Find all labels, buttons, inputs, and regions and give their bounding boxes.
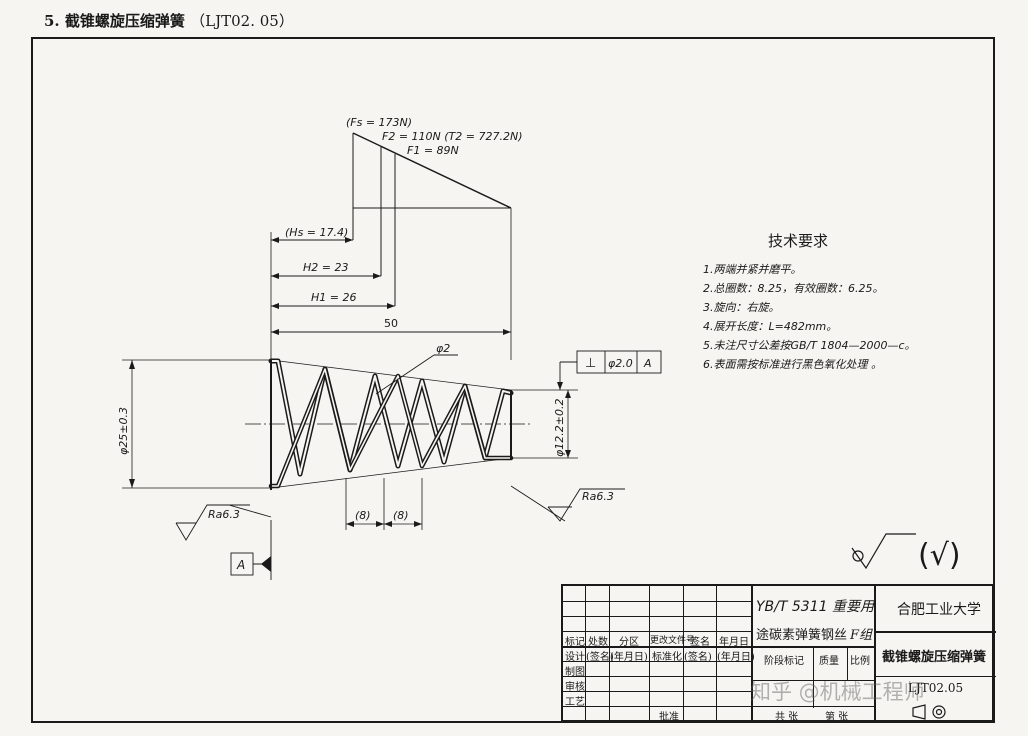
label-large-diameter: φ25±0.3	[117, 407, 130, 455]
tolerance-datum: A	[643, 357, 652, 370]
tb-design-date: (年月日)	[610, 652, 648, 663]
tb-standardization: 标准化	[652, 652, 682, 663]
tb-stage-mark: 阶段标记	[764, 656, 804, 667]
heading-code: （LJT02. 05）	[190, 12, 294, 30]
tb-label-mark: 标记	[565, 637, 585, 648]
tb-total-sheets: 共 张	[775, 712, 799, 723]
tb-std-date: (年月日)	[717, 652, 755, 663]
material-grade: F组	[850, 628, 873, 643]
label-free-length: 50	[384, 317, 398, 330]
part-name: 截锥螺旋压缩弹簧	[882, 650, 987, 665]
heading-number: 5.	[44, 12, 60, 30]
tech-note-2: 2.总圈数：8.25，有效圈数：6.25。	[703, 282, 884, 295]
label-f1: F1 = 89N	[407, 144, 459, 157]
tb-design: 设计	[565, 652, 585, 663]
tb-label-sign: 签名	[690, 637, 710, 648]
material-line-2: 途碳素弹簧钢丝	[756, 628, 848, 643]
material-line-1: YB/T 5311 重要用	[756, 599, 874, 615]
label-datum: A	[236, 558, 245, 572]
label-pitch-1: (8)	[355, 509, 371, 522]
tb-mass: 质量	[819, 656, 839, 667]
outline-bottom	[270, 457, 512, 489]
tb-checked: 审核	[565, 682, 585, 693]
label-h1: H1 = 26	[311, 291, 356, 304]
heading-title: 截锥螺旋压缩弹簧	[64, 12, 185, 30]
load-diagram	[270, 132, 512, 360]
label-hs: (Hs = 17.4)	[285, 226, 348, 239]
tb-label-change-doc: 更改文件号	[650, 636, 696, 646]
tb-label-date: 年月日	[719, 637, 749, 648]
label-small-diameter: φ12.2±0.2	[553, 399, 566, 457]
label-f2: F2 = 110N (T2 = 727.2N)	[382, 130, 523, 143]
height-dimensions	[271, 239, 511, 333]
tb-label-zone: 分区	[619, 637, 639, 648]
label-h2: H2 = 23	[303, 261, 348, 274]
spring-body	[245, 358, 530, 490]
tb-drawn: 制图	[565, 667, 585, 678]
roughness-left	[175, 504, 272, 541]
page-heading: 5. 截锥螺旋压缩弹簧 （LJT02. 05）	[44, 10, 294, 31]
technical-requirements: 技术要求 1.两端并紧并磨平。 2.总圈数：8.25，有效圈数：6.25。 3.…	[703, 230, 973, 374]
tech-note-5: 5.未注尺寸公差按GB/T 1804—2000—c。	[703, 339, 916, 352]
watermark: 知乎 @机械工程师	[750, 680, 925, 704]
remaining-surface-mark	[851, 533, 916, 570]
label-pitch-2: (8)	[393, 509, 409, 522]
dimension-arrows	[271, 237, 511, 335]
load-curve-line	[352, 132, 512, 209]
label-roughness-left: Ra6.3	[208, 508, 240, 521]
tech-note-4: 4.展开长度：L=482mm。	[703, 320, 838, 333]
label-roughness-right: Ra6.3	[582, 490, 614, 503]
tb-std-sign: (签名)	[684, 652, 712, 663]
label-fs: (Fs = 173N)	[346, 116, 412, 129]
tb-sheet-number: 第 张	[825, 712, 849, 723]
large-diameter-dimension	[122, 359, 271, 489]
wire-diameter-leader	[375, 354, 458, 395]
school-name: 合肥工业大学	[897, 602, 981, 618]
tech-notes-title: 技术要求	[768, 232, 829, 250]
roughness-right	[510, 485, 625, 522]
datum-a	[230, 520, 272, 580]
tolerance-value: φ2.0	[608, 357, 633, 370]
tb-scale: 比例	[850, 656, 870, 667]
label-wire-diameter: φ2	[436, 342, 450, 355]
tb-process: 工艺	[565, 697, 585, 708]
tb-approved: 批准	[659, 712, 679, 723]
spring-coils-front	[268, 366, 514, 489]
tolerance-frame	[559, 350, 662, 390]
tech-note-6: 6.表面需按标准进行黑色氧化处理 。	[703, 358, 882, 371]
drawing-number: LJT02.05	[908, 681, 964, 695]
tech-note-3: 3.旋向：右旋。	[703, 301, 780, 314]
tech-note-1: 1.两端并紧并磨平。	[703, 263, 802, 276]
tb-design-sign: (签名)	[586, 652, 614, 663]
title-block: YB/T 5311 重要用 途碳素弹簧钢丝 F组 合肥工业大学 截锥螺旋压缩弹簧…	[561, 584, 996, 723]
projection-symbol-icon	[912, 704, 946, 720]
drawing-frame	[31, 37, 995, 723]
tolerance-symbol: ⊥	[585, 356, 596, 371]
small-diameter-dimension	[511, 389, 578, 459]
label-remaining-surface: (√)	[918, 538, 961, 573]
tb-label-count: 处数	[588, 637, 608, 648]
outline-top	[270, 359, 512, 391]
pitch-dimensions	[345, 478, 423, 530]
